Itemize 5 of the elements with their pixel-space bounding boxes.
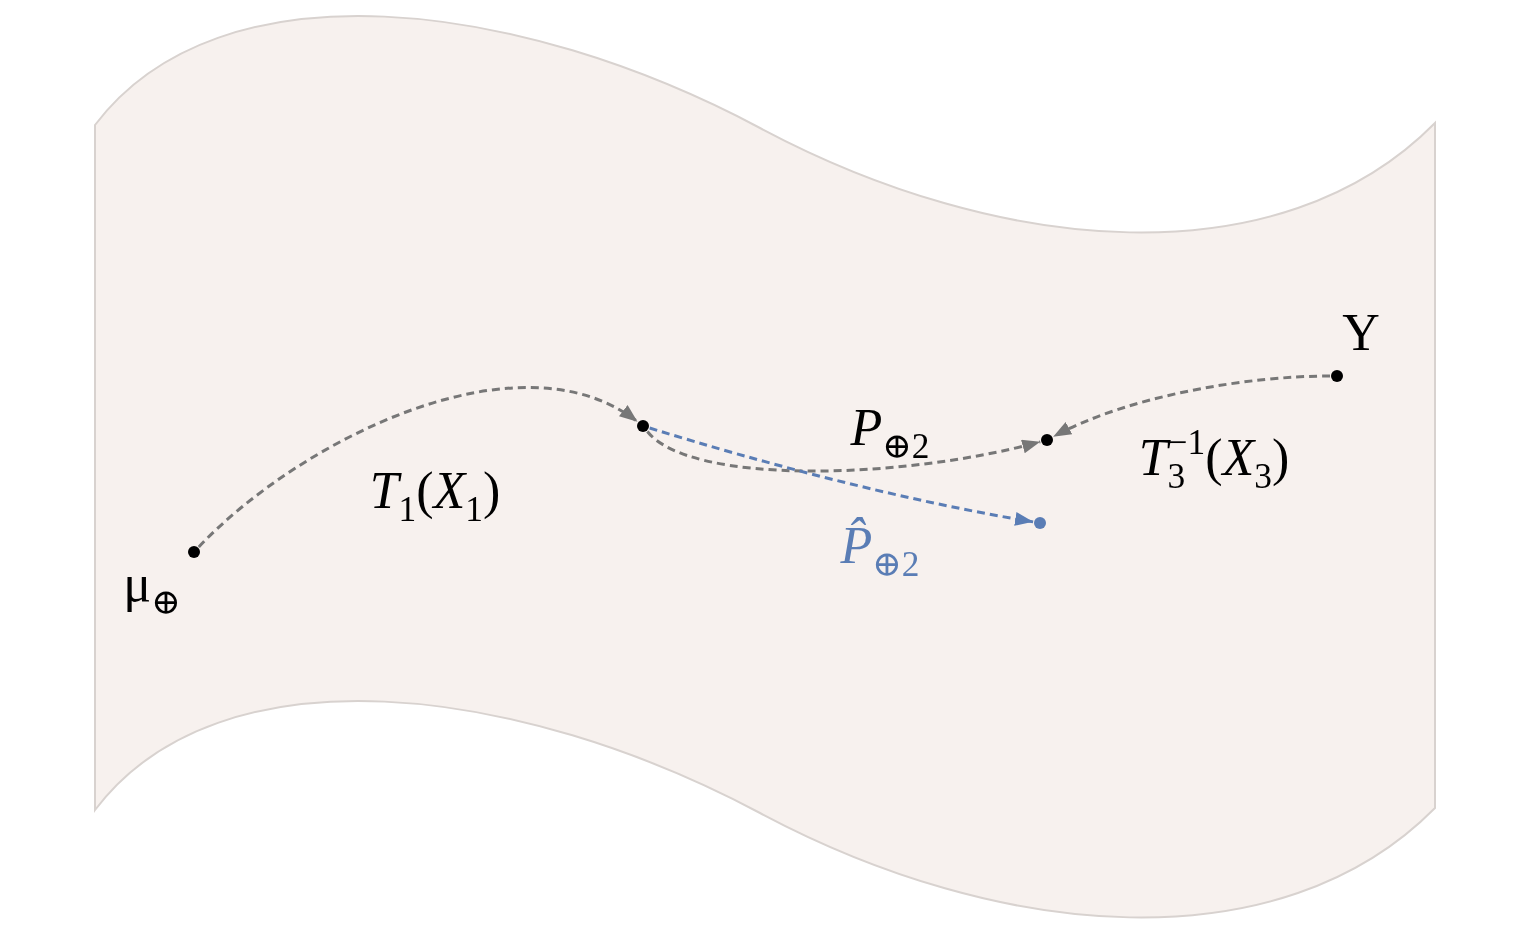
- dashed-arrow: [646, 430, 1041, 473]
- dashed-arrow: [197, 386, 639, 548]
- dashed-arrow: [649, 426, 1034, 526]
- dashed-arrow: [1052, 374, 1331, 438]
- point-label: Y: [1342, 307, 1380, 359]
